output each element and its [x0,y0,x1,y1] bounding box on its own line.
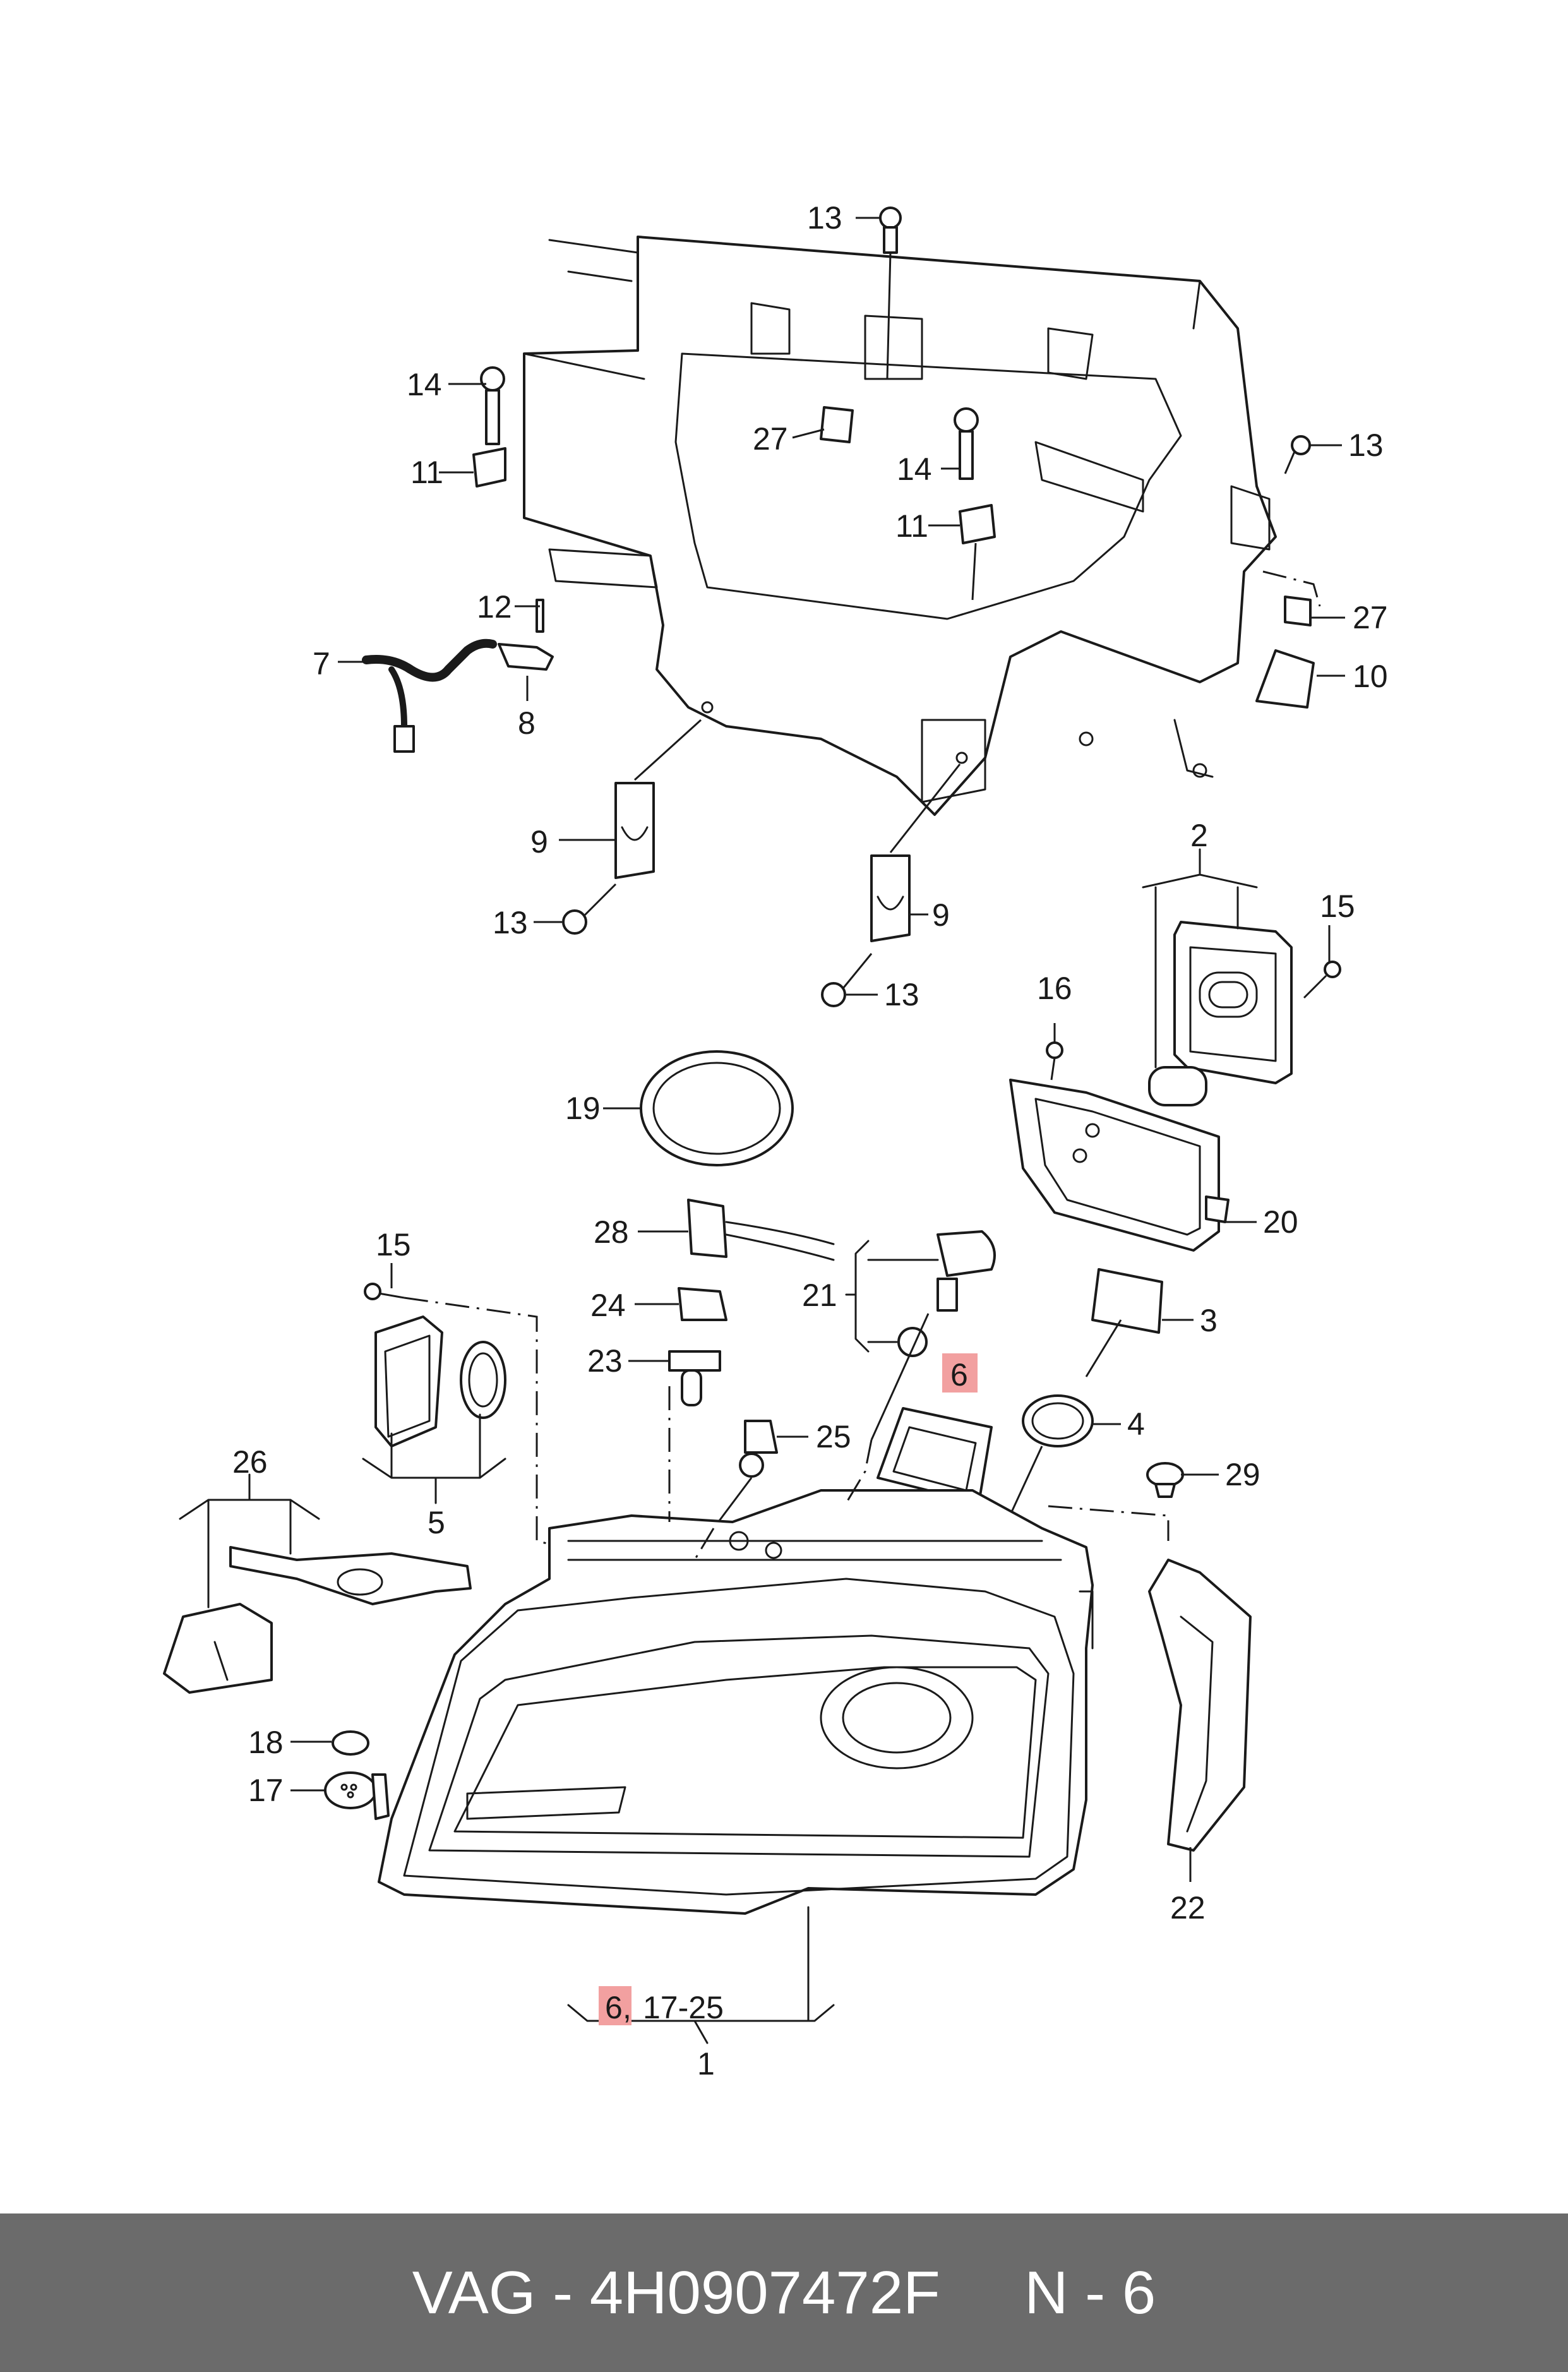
lock-carrier-part [523,236,1277,816]
label-20: 20 [1263,1204,1298,1240]
side-cover-22 [1148,1559,1252,1852]
highlight-box-6-ref [599,1986,631,2025]
footer-spacer [940,2258,1024,2328]
label-15-right: 15 [1320,889,1355,924]
label-9-right: 9 [932,897,950,933]
leader-lines [179,217,1345,2044]
label-7: 7 [313,646,330,681]
bulb-23 [668,1350,721,1406]
footer-bar: VAG - 4H0907472F N - 6 [0,2213,1568,2372]
bracket-10 [1255,649,1315,709]
footer-separator: - [536,2258,590,2327]
screw-13-right [1284,435,1311,474]
label-13-left-bracket: 13 [493,905,528,940]
bracket-9-right [870,764,961,942]
screw-15-right [1303,961,1341,999]
label-28: 28 [594,1214,629,1250]
cover-cap-4 [1003,1394,1094,1529]
label-24: 24 [590,1288,626,1323]
label-27-upper: 27 [753,421,788,457]
label-8: 8 [518,705,536,741]
bolt-14-middle [954,407,979,480]
cover-5 [374,1315,506,1447]
label-22: 22 [1170,1890,1206,1926]
bracket-26-arm [229,1546,472,1605]
headlight-housing-1 [378,1489,1094,1915]
footer-brand: VAG [412,2258,536,2327]
label-19: 19 [565,1091,601,1126]
footer-part-number: 4H0907472F [589,2258,940,2327]
label-16: 16 [1037,971,1072,1006]
label-18: 18 [248,1725,284,1760]
highlight-box-6 [942,1353,978,1393]
label-2: 2 [1190,818,1208,853]
label-25: 25 [816,1419,851,1454]
label-10: 10 [1353,659,1388,694]
label-4: 4 [1127,1406,1145,1442]
cap-18 [332,1730,369,1756]
clip-27-upper [820,406,854,443]
control-unit-2 [1148,921,1293,1106]
label-6: 6 [950,1357,968,1393]
label-12: 12 [477,589,512,625]
label-17-25: 17-25 [643,1990,724,2025]
label-5: 5 [428,1505,445,1540]
screw-16 [1046,1041,1063,1081]
bracket-9-left [614,719,702,879]
clip-27-right [1284,596,1312,626]
label-14-left: 14 [407,367,442,402]
label-27-right: 27 [1353,600,1388,635]
label-26: 26 [232,1444,268,1480]
washer-hose-7 [362,638,497,753]
bracket-26-base [163,1603,273,1694]
screw-13-top [879,207,902,380]
screw-13-left-bracket [562,883,617,935]
label-21: 21 [802,1278,837,1313]
cover-frame-20 [1009,1079,1230,1252]
label-3: 3 [1200,1303,1218,1338]
label-11-middle: 11 [895,508,928,544]
label-15-left: 15 [376,1227,411,1262]
retaining-ring-19 [640,1050,794,1166]
label-13-right-bracket: 13 [884,977,919,1012]
cap-29 [1146,1462,1184,1498]
label-23: 23 [587,1343,623,1379]
label-9-left: 9 [530,824,548,860]
bulb-25 [712,1420,778,1529]
nut-11-left [472,447,506,488]
exploded-parts-diagram: 13 14 11 27 14 11 13 27 10 12 7 8 9 13 9… [163,200,1388,2081]
label-1: 1 [697,2046,715,2081]
nut-11-middle [959,504,996,601]
screw-15-left [364,1283,405,1300]
bulb-holder-24 [678,1287,727,1321]
label-6-comma: , [623,1990,631,2025]
control-unit-6 [877,1407,993,1504]
igniter-3 [1085,1268,1163,1377]
part-labels: 13 14 11 27 14 11 13 27 10 12 7 8 9 13 9… [232,200,1388,2081]
nozzle-12 [536,599,544,633]
footer-page: N - 6 [1024,2258,1156,2327]
label-13-top: 13 [807,200,842,236]
gas-discharge-bulb-21 [870,1230,996,1441]
label-14-middle: 14 [897,452,932,487]
bulb-socket-28 [687,1199,835,1261]
screw-13-right-bracket [821,953,873,1007]
label-11-left: 11 [410,455,443,490]
label-13-right: 13 [1348,428,1384,463]
adjuster-17 [324,1771,390,1820]
connector-8 [498,643,554,671]
bolt-14-left [480,366,505,445]
label-6-ref: 6 [605,1990,623,2025]
label-17: 17 [248,1773,284,1808]
label-29: 29 [1225,1457,1260,1492]
